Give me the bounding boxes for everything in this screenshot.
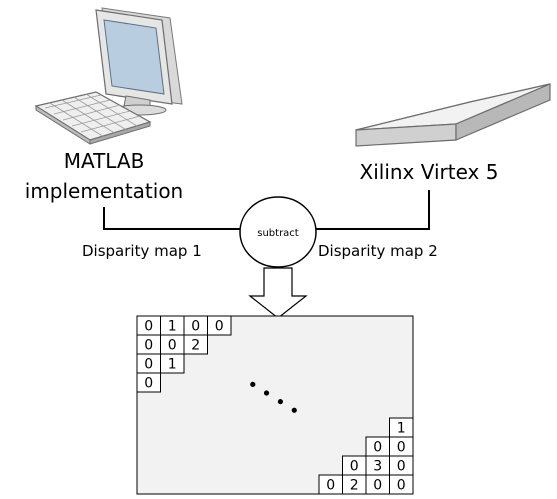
down-arrow-icon xyxy=(248,267,308,319)
matrix-cell-value: 2 xyxy=(191,338,200,354)
matrix-cell-value: 0 xyxy=(326,478,335,494)
matrix-cell-value: 0 xyxy=(350,459,359,475)
matlab-to-subtract-line xyxy=(103,207,240,230)
matrix-cell-value: 0 xyxy=(397,440,406,456)
matrix-cell-value: 1 xyxy=(168,357,177,373)
disparity-map-2-label: Disparity map 2 xyxy=(318,242,438,260)
fpga-to-subtract-line xyxy=(316,190,430,230)
disparity-map-1-label: Disparity map 1 xyxy=(82,242,202,260)
matrix-cell-value: 1 xyxy=(397,421,406,437)
xilinx-virtex-label: Xilinx Virtex 5 xyxy=(360,160,499,184)
matrix-cell-value: 0 xyxy=(191,319,200,335)
matrix-cell-value: 0 xyxy=(397,459,406,475)
matrix-cell-value: 0 xyxy=(168,338,177,354)
subtract-label: subtract xyxy=(257,228,299,239)
fpga-board-icon xyxy=(355,83,551,147)
matrix-cell xyxy=(183,334,208,355)
matrix-cell-value: 0 xyxy=(215,319,224,335)
matrix-cell-value: 0 xyxy=(144,338,153,354)
matrix-cell-value: 0 xyxy=(373,440,382,456)
subtract-node xyxy=(239,196,317,268)
matrix-cell-value: 0 xyxy=(144,376,153,392)
matrix-cell-value: 0 xyxy=(144,319,153,335)
matrix-cell-value: 1 xyxy=(168,319,177,335)
matrix-cell-value: 0 xyxy=(373,478,382,494)
desktop-computer-icon xyxy=(34,7,183,145)
matrix-cell xyxy=(136,372,161,393)
matlab-implementation-label: implementation xyxy=(25,179,183,203)
matrix-cell-value: 0 xyxy=(144,357,153,373)
matrix-cell-value: 0 xyxy=(397,478,406,494)
matrix-cell xyxy=(160,353,185,374)
matlab-label: MATLAB xyxy=(64,149,145,173)
matrix-cell xyxy=(389,474,414,495)
matrix-cell xyxy=(207,315,232,336)
matrix-cell-value: 3 xyxy=(373,459,382,475)
matrix-cell-value: 2 xyxy=(350,478,359,494)
